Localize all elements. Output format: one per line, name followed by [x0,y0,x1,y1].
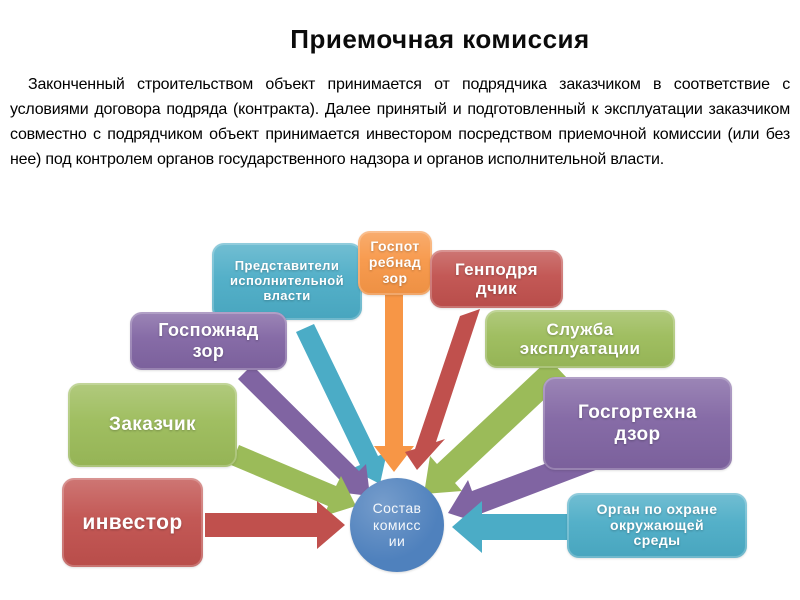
arrow-from-investor [205,501,345,549]
node-label: Госпот ребнад зор [368,238,422,286]
node-gospozhnadzor: Госпожнад зор [130,312,287,370]
node-label: Генподря дчик [455,259,538,298]
arrow-from-gospotrebnadzor [374,295,414,472]
node-gospotrebnadzor: Госпот ребнад зор [358,231,432,295]
center-circle-commission-composition: Состав комисс ии [350,478,444,572]
node-label: Госпожнад зор [158,320,259,361]
node-organ-po-ohrane-sredy: Орган по охране окружающей среды [567,493,747,558]
node-investor: инвестор [62,478,203,567]
arrow-from-organ-ohrany [452,501,600,553]
node-predstaviteli-ispolnitelnoy-vlasti: Представители исполнительной власти [212,243,362,320]
node-gosgortehnadzor: Госгортехна дзор [543,377,732,470]
node-label: Представители исполнительной власти [229,258,345,303]
arrow-from-zakazchik [231,445,356,516]
node-sluzhba-ekspluatatsii: Служба эксплуатации [485,310,675,368]
body-paragraph: Законченный строительством объект приним… [10,76,790,168]
node-label: Госгортехна дзор [577,401,697,445]
node-label: Служба эксплуатации [519,319,641,358]
arrow-from-sluzhba [424,359,567,494]
node-zakazchik: Заказчик [68,383,237,467]
arrow-from-predstaviteli [296,324,387,484]
node-label: Заказчик [109,414,196,436]
slide-title: Приемочная комиссия [290,24,590,54]
arrow-from-gospozhnadzor [238,365,370,496]
node-genpodryadchik: Генподря дчик [430,250,563,308]
node-label: инвестор [82,510,183,534]
node-label: Орган по охране окружающей среды [596,500,718,549]
center-circle-label: Состав комисс ии [372,499,422,550]
arrow-from-genpodryadchik [405,309,480,470]
